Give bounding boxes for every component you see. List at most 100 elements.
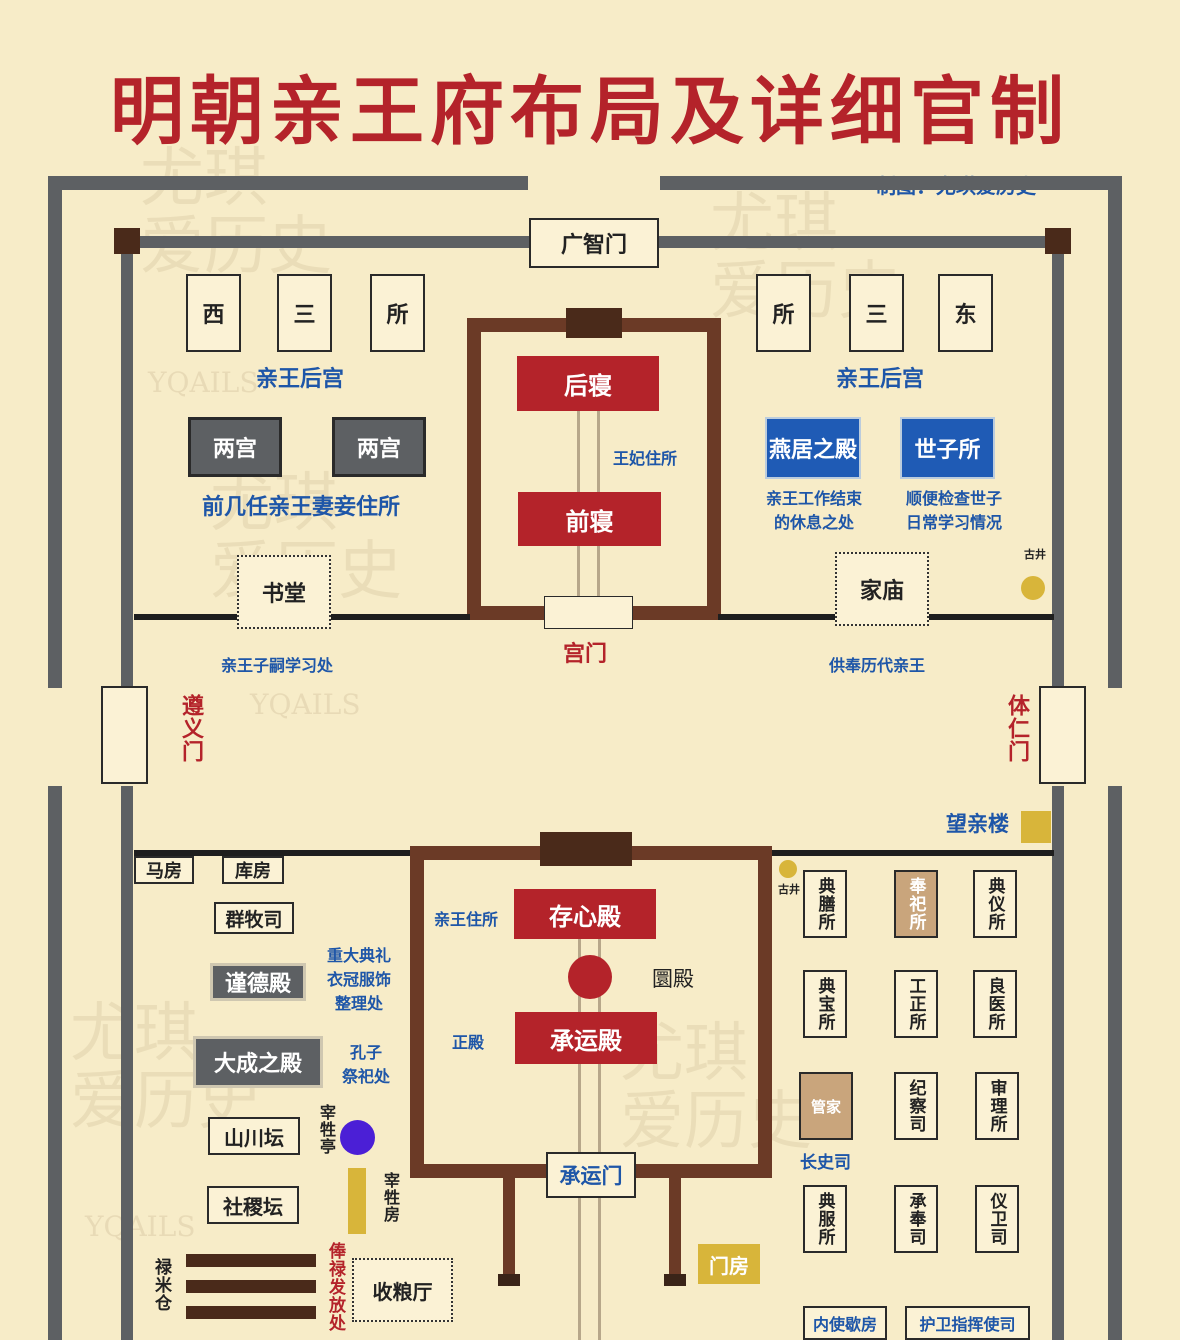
divider-wall — [134, 850, 414, 856]
west-three-house: 西 — [186, 274, 241, 352]
consort-residence-label: 王妃住所 — [613, 449, 678, 468]
east-harem-label: 亲王后宫 — [836, 367, 925, 392]
divider-wall — [772, 850, 1054, 856]
lumi-granary-label: 禄米仓 — [151, 1258, 171, 1312]
outer-wall — [1108, 786, 1122, 1340]
axis-line — [578, 935, 581, 1340]
office-chengfeng: 承奉司 — [894, 1185, 938, 1253]
yanju-hall: 燕居之殿 — [765, 417, 861, 479]
west-harem-label: 亲王后宫 — [256, 367, 345, 392]
corner-post — [114, 228, 140, 254]
granary-row — [186, 1280, 316, 1293]
office-jicha: 纪察司 — [894, 1072, 938, 1140]
west-gate — [101, 686, 148, 784]
east-gate — [1039, 686, 1086, 784]
yuan-hall-label: 圜殿 — [652, 967, 694, 991]
wangqin-tower-label: 望亲楼 — [946, 812, 1009, 836]
north-gate: 广智门 — [529, 218, 659, 268]
residence-wall — [636, 1164, 772, 1178]
gate-pillar-base — [498, 1274, 520, 1286]
residence-gatehouse — [566, 308, 622, 338]
grain-hall: 收粮厅 — [352, 1258, 453, 1322]
liang-gong-east: 两宫 — [332, 417, 426, 477]
east-three-house: 所 — [756, 274, 811, 352]
inner-wall — [1052, 786, 1064, 1340]
palace-gate — [544, 596, 633, 629]
former-consorts-label: 前几任亲王妻妾住所 — [202, 495, 401, 520]
well-label: 古井 — [1024, 548, 1046, 561]
inner-wall — [658, 236, 1064, 248]
salary-office-label: 俸禄发放处 — [325, 1242, 345, 1332]
main-hall-label: 正殿 — [452, 1033, 485, 1052]
granary-row — [186, 1254, 316, 1267]
zaisheng-pavilion-label: 宰牲亭 — [317, 1104, 336, 1155]
inner-wall — [121, 786, 133, 1340]
yuan-hall — [568, 955, 612, 999]
inner-wall — [121, 240, 133, 688]
office-dianbao: 典宝所 — [803, 970, 847, 1038]
residence-wall — [410, 1164, 546, 1178]
storehouse: 库房 — [222, 856, 284, 884]
jinde-hall: 谨德殿 — [210, 963, 306, 1001]
residence-wall — [467, 318, 481, 620]
study-hall: 书堂 — [237, 555, 331, 629]
qunmu-office: 群牧司 — [214, 902, 294, 934]
east-three-house: 东 — [938, 274, 993, 352]
outer-wall — [660, 176, 1122, 190]
changshi-label: 长史司 — [800, 1153, 851, 1173]
diagram-title: 明朝亲王府布局及详细官制 — [110, 69, 1070, 155]
outer-wall — [1108, 176, 1122, 688]
gate-pillar-base — [664, 1274, 686, 1286]
qian-qin-hall: 前寝 — [518, 492, 661, 546]
ancestral-temple: 家庙 — [835, 552, 929, 626]
shizi-desc: 顺便检查世子日常学习情况 — [905, 489, 1002, 532]
residence-gatehouse — [540, 832, 632, 866]
chengyun-hall: 承运殿 — [515, 1012, 657, 1064]
manager-office: 管家 — [799, 1072, 853, 1140]
jinde-desc: 重大典礼衣冠服饰整理处 — [326, 946, 391, 1013]
residence-wall — [758, 846, 772, 1178]
office-yiwei: 仪卫司 — [975, 1185, 1019, 1253]
study-desc: 亲王子嗣学习处 — [221, 656, 334, 675]
office-gongzheng: 工正所 — [894, 970, 938, 1038]
watermark-latin: YQAILS — [250, 688, 361, 721]
cunxin-hall: 存心殿 — [514, 889, 656, 939]
shizi-hall: 世子所 — [900, 417, 995, 479]
chengyun-gate: 承运门 — [546, 1152, 636, 1198]
dacheng-hall: 大成之殿 — [193, 1036, 323, 1088]
yanju-desc: 亲王工作结束的休息之处 — [765, 489, 862, 532]
office-liangyi: 良医所 — [973, 970, 1017, 1038]
neishi-rest-room: 内使歇房 — [803, 1306, 887, 1340]
palace-gate-label: 宫门 — [563, 642, 608, 667]
residence-wall — [410, 846, 424, 1178]
west-three-house: 三 — [277, 274, 332, 352]
well-icon — [1021, 576, 1045, 600]
office-dianyi: 典仪所 — [973, 870, 1017, 938]
huwei-office: 护卫指挥使司 — [905, 1306, 1030, 1340]
corner-post — [1045, 228, 1071, 254]
office-shenli: 审理所 — [975, 1072, 1019, 1140]
zaisheng-house — [348, 1168, 366, 1234]
west-three-house: 所 — [370, 274, 425, 352]
sheji-altar: 社稷坛 — [207, 1186, 299, 1224]
hou-qin-hall: 后寝 — [517, 356, 659, 411]
outer-wall — [48, 176, 62, 688]
office-fengsi: 奉祀所 — [894, 870, 938, 938]
axis-line — [598, 935, 601, 1340]
gate-pillar — [669, 1178, 681, 1278]
wangqin-tower — [1021, 811, 1051, 843]
outer-wall — [48, 786, 62, 1340]
shanchuan-altar: 山川坛 — [208, 1117, 300, 1155]
gate-pillar — [503, 1178, 515, 1278]
prince-residence-label: 亲王住所 — [434, 910, 499, 929]
residence-wall — [707, 318, 721, 620]
watermark-latin: YQAILS — [148, 366, 259, 399]
door-room: 门房 — [698, 1244, 760, 1284]
watermark-latin: YQAILS — [85, 1210, 196, 1243]
office-dianfu: 典服所 — [803, 1185, 847, 1253]
inner-wall — [1052, 240, 1064, 688]
dacheng-desc: 孔子祭祀处 — [341, 1043, 390, 1086]
outer-wall — [48, 176, 528, 190]
inner-wall — [120, 236, 532, 248]
